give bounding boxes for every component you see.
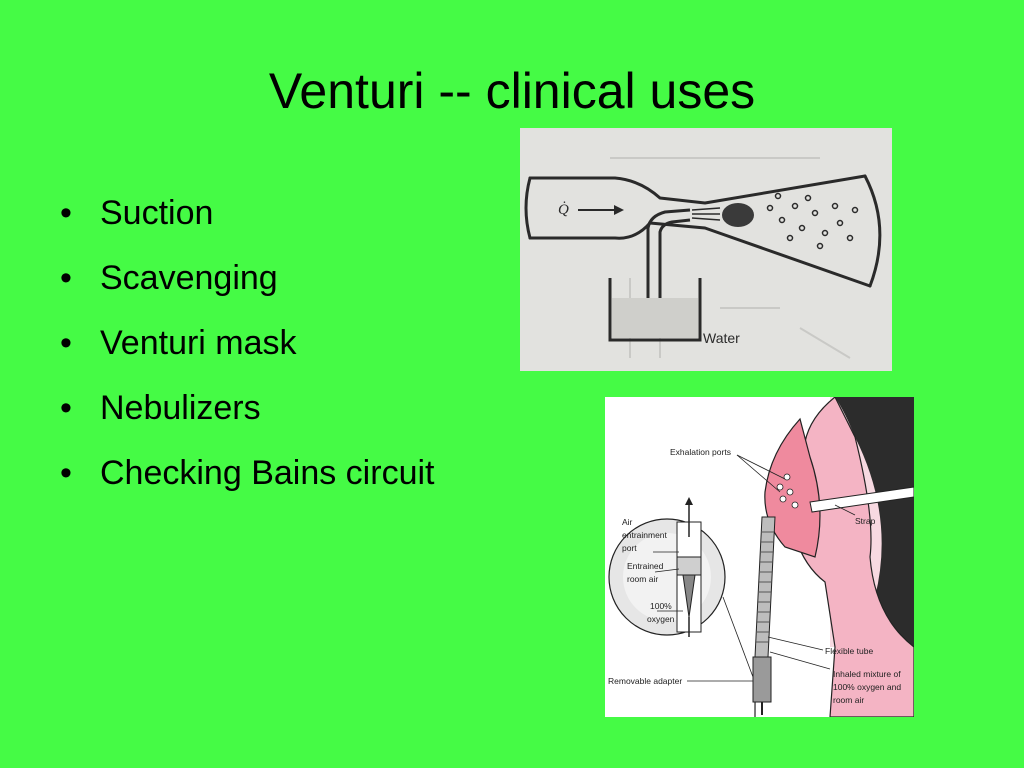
bullet-dot-icon: •: [60, 194, 72, 232]
label-inhaled-2: 100% oxygen and: [833, 682, 901, 692]
bullet-dot-icon: •: [60, 454, 72, 492]
label-entrained-1: Entrained: [627, 561, 664, 571]
bullet-item: • Checking Bains circuit: [60, 450, 434, 515]
bullet-text: Suction: [100, 194, 214, 232]
label-inhaled-1: Inhaled mixture of: [833, 669, 901, 679]
bullet-item: • Nebulizers: [60, 385, 434, 450]
venturi-mask-diagram-image: Exhalation ports Strap Air entrainment p…: [605, 397, 914, 717]
label-oxygen-2: oxygen: [647, 614, 675, 624]
bullet-dot-icon: •: [60, 259, 72, 297]
bullet-text: Scavenging: [100, 259, 278, 297]
label-air-entrainment-3: port: [622, 543, 637, 553]
bullet-text: Venturi mask: [100, 324, 297, 362]
label-air-entrainment-2: entrainment: [622, 530, 668, 540]
label-entrained-2: room air: [627, 574, 658, 584]
bullet-text: Checking Bains circuit: [100, 454, 435, 492]
flow-symbol: Q̇: [558, 202, 569, 218]
slide-title: Venturi -- clinical uses: [268, 63, 756, 119]
label-strap: Strap: [855, 516, 876, 526]
label-exhalation-ports: Exhalation ports: [670, 447, 731, 457]
label-flexible-tube: Flexible tube: [825, 646, 873, 656]
bullet-item: • Scavenging: [60, 255, 434, 320]
label-removable-adapter: Removable adapter: [608, 676, 682, 686]
bullet-dot-icon: •: [60, 389, 72, 427]
venturi-mask-drawing: Exhalation ports Strap Air entrainment p…: [605, 397, 914, 717]
label-inhaled-3: room air: [833, 695, 864, 705]
bullet-item: • Suction: [60, 190, 434, 255]
water-label: Water: [703, 330, 740, 346]
label-air-entrainment-1: Air: [622, 517, 633, 527]
label-oxygen-1: 100%: [650, 601, 672, 611]
bullet-list: • Suction • Scavenging • Venturi mask • Nebu…: [60, 190, 434, 515]
bullet-dot-icon: •: [60, 324, 72, 362]
bullet-text: Nebulizers: [100, 389, 261, 427]
venturi-diagram-image: Q̇ Water: [520, 128, 892, 371]
venturi-diagram-drawing: Q̇ Water: [520, 128, 892, 371]
bullet-item: • Venturi mask: [60, 320, 434, 385]
